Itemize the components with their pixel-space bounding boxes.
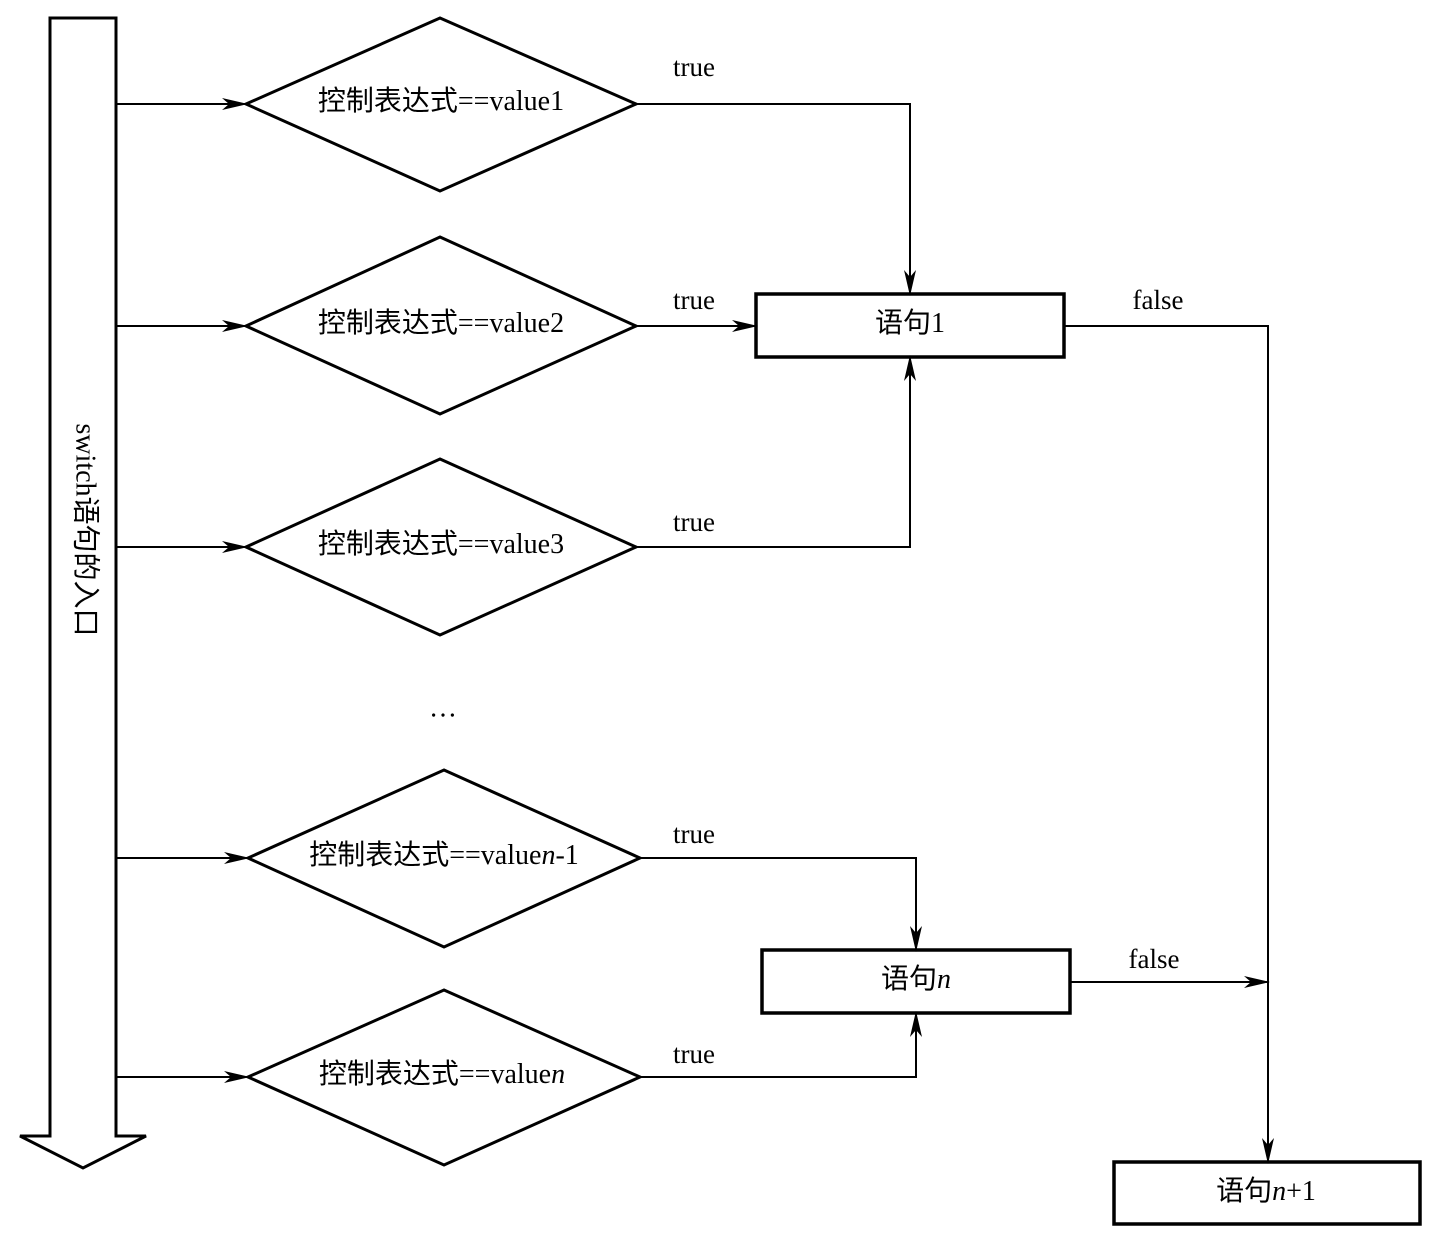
decision-label-n-minus-1: 控制表达式==valuen-1 bbox=[309, 839, 579, 871]
statement-node-n-plus-1: 语句n+1 bbox=[1112, 1160, 1422, 1226]
decision-label-1-suffix: 1 bbox=[550, 86, 564, 117]
decision-diamond-2 bbox=[242, 235, 640, 416]
ellipsis: … bbox=[429, 692, 457, 723]
decision-diamond-1 bbox=[242, 16, 640, 193]
decision-label-n-minus-1-suffix: -1 bbox=[555, 840, 578, 871]
decision-label-2-suffix: 2 bbox=[550, 308, 564, 339]
edge-label-true-n-minus-1: true bbox=[673, 819, 715, 849]
decision-node-1: 控制表达式==value1 bbox=[242, 16, 640, 193]
decision-node-2: 控制表达式==value2 bbox=[242, 235, 640, 416]
decision-label-1: 控制表达式==value1 bbox=[318, 85, 564, 117]
decision-label-n-minus-1-italic: n bbox=[541, 840, 555, 871]
decision-diamond-n-minus-1 bbox=[244, 768, 644, 949]
decision-label-1-prefix: 控制表达式==value bbox=[318, 85, 550, 117]
edge-label-false-1: false bbox=[1133, 285, 1184, 315]
statement-label-n-plus-1-suffix: +1 bbox=[1286, 1176, 1316, 1207]
decision-label-2-prefix: 控制表达式==value bbox=[318, 307, 550, 339]
edge-label-true-3: true bbox=[673, 507, 715, 537]
decision-node-n-minus-1: 控制表达式==valuen-1 bbox=[244, 768, 644, 949]
true-path-3 bbox=[636, 355, 916, 548]
statement-label-n-prefix: 语句 bbox=[881, 963, 937, 995]
true-path-n bbox=[640, 1011, 922, 1078]
entry-arrow-shape bbox=[19, 16, 147, 1170]
edge-label-true-1: true bbox=[673, 52, 715, 82]
false-path-1 bbox=[1064, 325, 1274, 1164]
decision-label-3-suffix: 3 bbox=[550, 529, 564, 560]
decision-label-3: 控制表达式==value3 bbox=[318, 528, 564, 560]
statement-label-n: 语句n bbox=[881, 963, 951, 995]
statement-label-n-plus-1: 语句n+1 bbox=[1216, 1175, 1316, 1207]
statement-label-n-plus-1-prefix: 语句 bbox=[1216, 1175, 1272, 1207]
decision-label-n-minus-1-prefix: 控制表达式==value bbox=[309, 839, 541, 871]
statement-label-1-prefix: 语句 bbox=[875, 307, 931, 339]
statement-label-1-suffix: 1 bbox=[931, 308, 945, 339]
edge-label-true-2: true bbox=[673, 285, 715, 315]
entry-arrow: switch语句的入口 bbox=[19, 16, 147, 1170]
decision-label-2: 控制表达式==value2 bbox=[318, 307, 564, 339]
decision-node-n: 控制表达式==valuen bbox=[244, 988, 644, 1167]
statement-label-1: 语句1 bbox=[875, 307, 945, 339]
true-path-1 bbox=[636, 103, 916, 296]
decision-diamond-3 bbox=[242, 457, 640, 637]
decision-diamond-n bbox=[244, 988, 644, 1167]
statement-label-n-italic: n bbox=[937, 964, 951, 995]
decision-label-n-prefix: 控制表达式==value bbox=[319, 1058, 551, 1090]
entry-arrow-label: switch语句的入口 bbox=[70, 423, 102, 636]
edge-label-false-n: false bbox=[1129, 944, 1180, 974]
decision-label-3-prefix: 控制表达式==value bbox=[318, 528, 550, 560]
decision-node-3: 控制表达式==value3 bbox=[242, 457, 640, 637]
statement-node-n: 语句n bbox=[760, 948, 1072, 1015]
true-path-n-minus-1 bbox=[640, 857, 922, 952]
edge-label-true-n: true bbox=[673, 1039, 715, 1069]
statement-label-n-plus-1-italic: n bbox=[1272, 1176, 1286, 1207]
decision-label-n-italic: n bbox=[551, 1059, 565, 1090]
decision-label-n: 控制表达式==valuen bbox=[319, 1058, 565, 1090]
statement-node-1: 语句1 bbox=[754, 292, 1066, 359]
